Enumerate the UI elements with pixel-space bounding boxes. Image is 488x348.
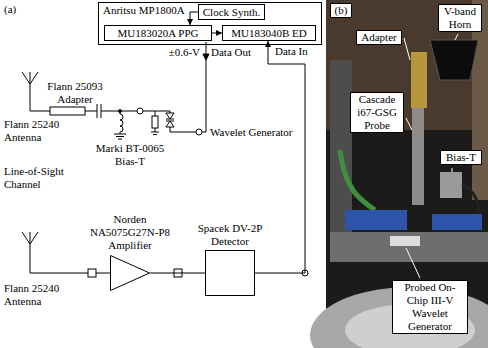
- photo: [310, 0, 488, 348]
- arrowhead: [203, 54, 209, 60]
- leader-line: [406, 118, 412, 130]
- node-text: Adapter: [359, 31, 399, 44]
- connector: [212, 33, 222, 34]
- connector: [190, 12, 198, 25]
- positioner: [432, 214, 482, 230]
- wire: [85, 111, 97, 112]
- instrument-module: MU183020A PPG: [104, 25, 212, 41]
- part-label: Norden NA5075G27N-P8 Amplifier: [82, 213, 178, 252]
- wire: [143, 111, 170, 112]
- leader-line: [455, 34, 458, 40]
- part-label: Marki BT-0065 Bias-T: [88, 142, 172, 168]
- part-label: Wavelet Generator: [210, 126, 302, 139]
- wire: [155, 111, 156, 116]
- signal-name: Data In: [274, 45, 309, 58]
- node-text: Cascade i67-GSG Probe: [353, 93, 401, 132]
- instrument-frame: Anritsu MP1800AClock Synth.MU183020A PPG…: [98, 2, 322, 45]
- connector-symbol: [88, 269, 96, 277]
- node-text: MU183040B ED: [226, 27, 312, 40]
- photo-callout: V-band Horn: [438, 4, 482, 32]
- part-label: Flann 25093 Adapter: [38, 80, 112, 106]
- node-text: Probed On-Chip III-V Wavelet Generator: [395, 281, 465, 333]
- inductor-symbol: [120, 111, 123, 134]
- leader-line: [404, 38, 410, 60]
- instrument-module: Clock Synth.: [198, 4, 265, 20]
- signal-level: ±0.6-V: [158, 46, 200, 59]
- antenna-symbol: [22, 72, 38, 111]
- panel-tag: (a): [4, 3, 30, 16]
- platform: [330, 232, 488, 262]
- ground-symbol: [151, 128, 159, 135]
- terminal: [196, 129, 202, 135]
- positioner: [345, 210, 407, 230]
- adapter-symbol: [50, 107, 85, 115]
- panel-tag: (b): [330, 3, 352, 18]
- node-text: Clock Synth.: [202, 6, 261, 19]
- connector: [150, 273, 205, 274]
- part-label: Flann 25240 Antenna: [4, 118, 72, 144]
- photo-callout: Adapter: [356, 30, 402, 45]
- probe-arm: [412, 108, 424, 205]
- horn: [430, 40, 478, 80]
- capacitor-symbol: [97, 104, 101, 118]
- wire: [30, 273, 110, 274]
- instrument-module: MU183040B ED: [222, 25, 316, 41]
- leader-line: [406, 248, 420, 278]
- photo-callout: Bias-T: [440, 150, 482, 165]
- node-text: (b): [333, 4, 349, 17]
- node-text: MU183020A PPG: [108, 27, 208, 40]
- part-label: Spacek DV-2P Detector: [188, 222, 272, 248]
- photo-callout: Cascade i67-GSG Probe: [350, 92, 404, 133]
- chip: [390, 236, 420, 246]
- ground-symbol: [114, 134, 126, 139]
- resistor-symbol: [152, 116, 158, 128]
- leader-line: [452, 168, 453, 172]
- wire: [170, 127, 196, 132]
- node-text: V-band Horn: [441, 5, 479, 31]
- cable: [462, 185, 478, 214]
- amplifier-triangle: Norden NA5075G27N-P8 Amplifier: [110, 255, 150, 291]
- bias-tee-part: [440, 172, 462, 198]
- wire: [101, 111, 137, 112]
- diode-symbol: [166, 121, 174, 127]
- terminal: [137, 108, 143, 114]
- connector: [255, 41, 305, 273]
- schematic: [22, 42, 308, 277]
- adapter-part: [411, 52, 427, 108]
- channel-label: Line-of-Sight Channel: [4, 165, 88, 191]
- diode-symbol: [166, 113, 174, 119]
- detector-box: Spacek DV-2P Detector: [205, 250, 255, 296]
- node-text: Bias-T: [443, 151, 479, 164]
- photo-ground: [326, 0, 488, 348]
- amplifier-symbol: [110, 255, 150, 291]
- cable: [340, 150, 375, 210]
- wire: [30, 111, 50, 112]
- part-label: Flann 25240 Antenna: [4, 282, 72, 308]
- amplifier-outline: [111, 256, 150, 291]
- photo-callout: Probed On-Chip III-V Wavelet Generator: [392, 280, 468, 334]
- antenna-symbol: [22, 232, 38, 273]
- signal-name: Data Out: [211, 46, 263, 59]
